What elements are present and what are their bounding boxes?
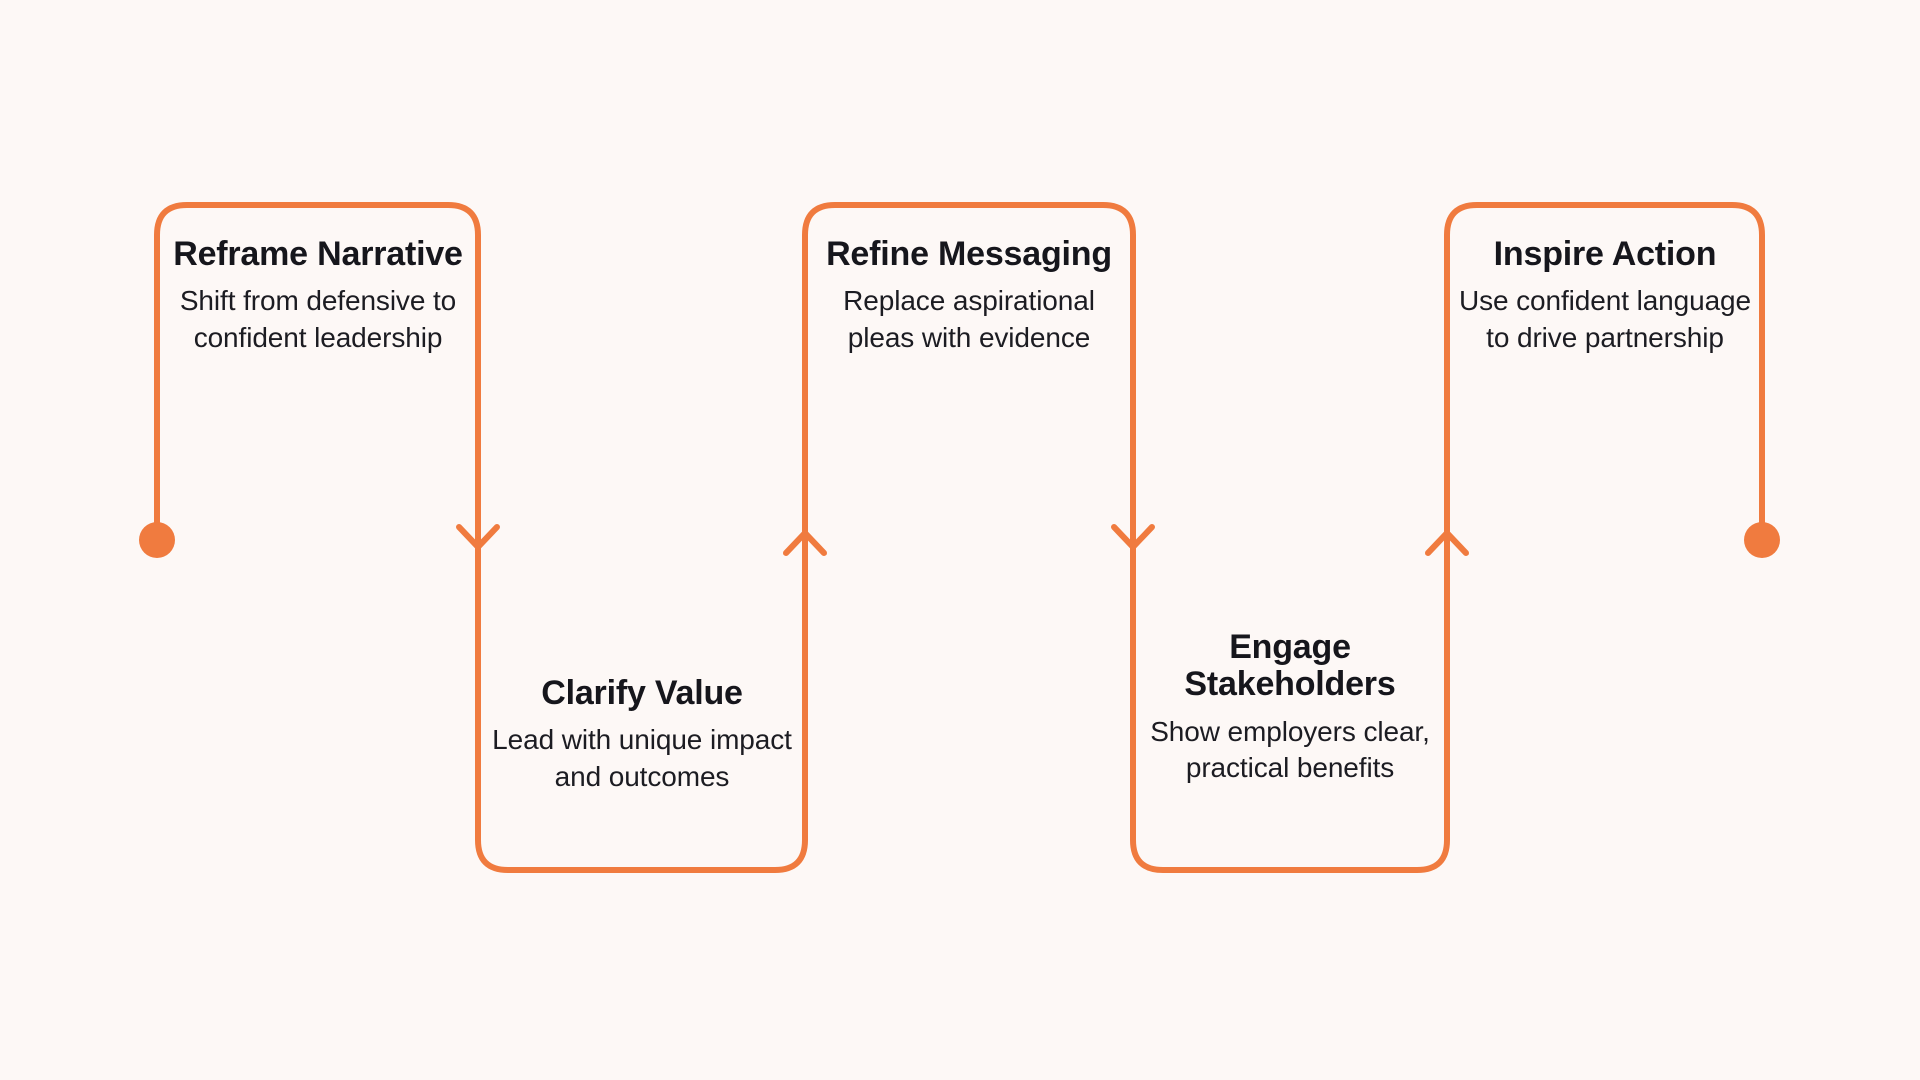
node-5-outline bbox=[1444, 202, 1765, 543]
arrow-up-icon-4 bbox=[1425, 530, 1469, 556]
node-reframe-narrative[interactable]: Reframe Narrative Shift from defensive t… bbox=[170, 235, 466, 356]
node-title: Engage Stakeholders bbox=[1184, 628, 1396, 704]
node-3-outline bbox=[802, 202, 1136, 543]
node-1-outline bbox=[154, 202, 481, 543]
node-description: Lead with unique impact and outcomes bbox=[492, 724, 792, 792]
end-dot bbox=[1744, 522, 1780, 558]
node-title: Clarify Value bbox=[541, 674, 743, 712]
start-dot bbox=[139, 522, 175, 558]
node-description: Show employers clear, practical benefits bbox=[1150, 715, 1430, 784]
node-description: Replace aspirational pleas with evidence bbox=[843, 285, 1095, 353]
arrow-down-icon-1 bbox=[456, 524, 500, 550]
node-clarify-value[interactable]: Clarify Value Lead with unique impact an… bbox=[492, 674, 792, 795]
arrow-down-icon-3 bbox=[1111, 524, 1155, 550]
node-description: Shift from defensive to confident leader… bbox=[179, 285, 457, 353]
node-refine-messaging[interactable]: Refine Messaging Replace aspirational pl… bbox=[818, 235, 1120, 356]
node-title: Reframe Narrative bbox=[173, 235, 463, 273]
node-2-outline bbox=[475, 537, 808, 873]
node-4-outline bbox=[1130, 537, 1450, 873]
node-title: Inspire Action bbox=[1493, 235, 1717, 273]
node-inspire-action[interactable]: Inspire Action Use confident language to… bbox=[1455, 235, 1755, 356]
node-description: Use confident language to drive partners… bbox=[1458, 285, 1752, 353]
node-title: Refine Messaging bbox=[826, 235, 1112, 273]
arrow-up-icon-2 bbox=[783, 530, 827, 556]
node-engage-stakeholders[interactable]: Engage Stakeholders Show employers clear… bbox=[1142, 628, 1438, 787]
